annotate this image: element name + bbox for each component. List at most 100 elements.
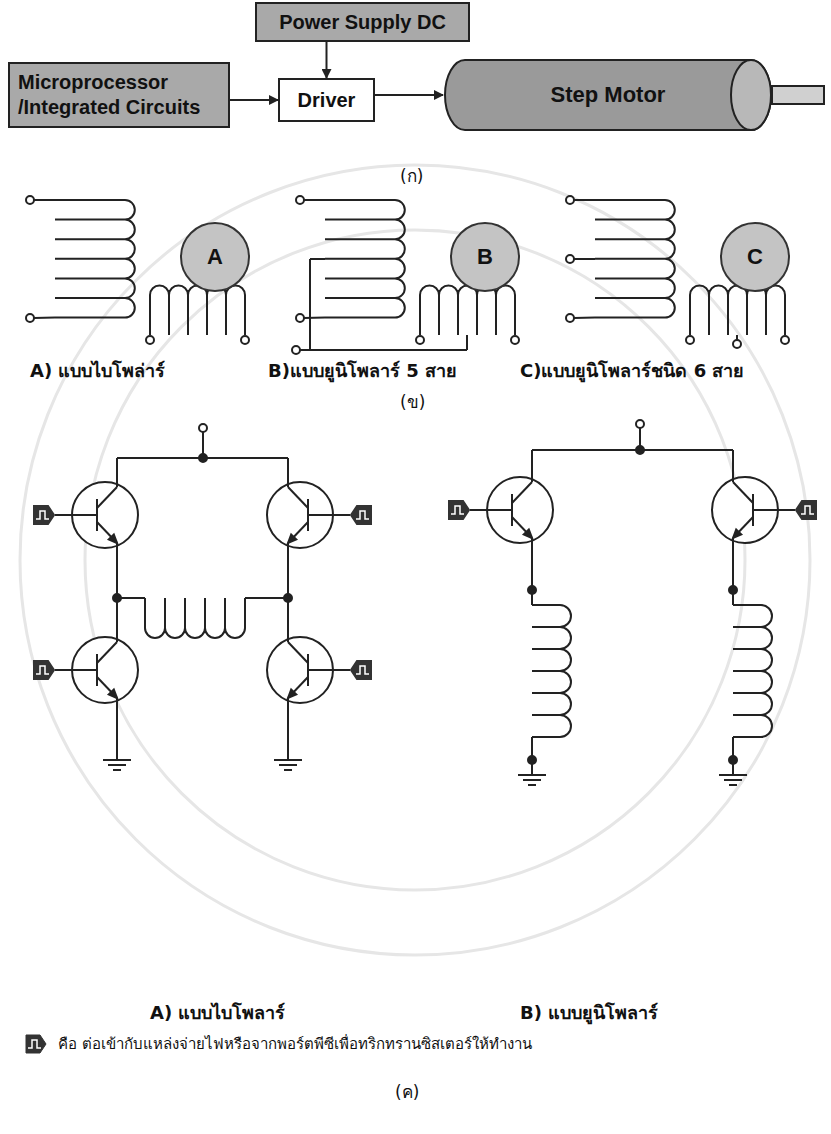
terminal — [292, 346, 300, 354]
arrow-connector — [230, 99, 278, 101]
legend-sample — [24, 1033, 48, 1055]
arrow-connector — [375, 94, 443, 96]
wire — [531, 590, 533, 605]
emitter-arrow — [524, 530, 532, 538]
pulse-icon-wave — [36, 511, 49, 519]
legend-text: คือ ต่อเข้ากับแหล่งจ่ายไฟหรือจากพอร์ตพีซ… — [58, 1032, 532, 1056]
wire — [287, 698, 289, 760]
caption-label: A) แบบไบโพล่าร์ — [30, 356, 165, 385]
wire — [116, 458, 118, 487]
base-lead — [753, 509, 795, 511]
coil-winding — [595, 200, 675, 318]
ground-symbol — [274, 759, 302, 761]
watermark-seal — [20, 165, 810, 955]
wire — [732, 590, 734, 605]
pulse-icon-body — [351, 661, 371, 679]
ground-symbol — [103, 759, 131, 761]
pulse-icon-wave — [801, 506, 814, 514]
terminal — [296, 196, 304, 204]
coil-winding — [532, 605, 571, 737]
transistor-emitter — [512, 517, 532, 538]
junction-dot — [636, 446, 644, 454]
motor-shaft — [772, 86, 824, 104]
transistor-collector — [512, 482, 532, 503]
wire — [34, 317, 55, 319]
emitter-arrow — [109, 690, 117, 698]
terminal — [733, 340, 741, 348]
cylinder-end — [731, 60, 771, 130]
transistor-collector — [733, 482, 753, 503]
base-lead — [470, 509, 512, 511]
pulse-icon-wave — [36, 666, 49, 674]
figure-index: (ค) — [395, 1078, 419, 1105]
wire — [287, 458, 289, 487]
ground-symbol — [284, 769, 292, 771]
emitter-arrow — [733, 530, 741, 538]
wire — [309, 259, 311, 350]
wire — [116, 543, 118, 642]
pulse-icon-body — [351, 506, 371, 524]
transistor-collector — [288, 642, 308, 663]
wire — [117, 597, 145, 599]
terminal — [296, 314, 304, 322]
wire — [732, 760, 734, 775]
transistor-emitter — [733, 517, 753, 538]
pulse-icon-wave — [28, 1040, 41, 1048]
wire — [116, 698, 118, 760]
transistor-collector — [97, 487, 117, 508]
terminal — [241, 336, 249, 344]
wire — [310, 258, 325, 260]
wire — [304, 199, 325, 201]
pulse-icon-wave — [356, 666, 369, 674]
emitter-arrow — [288, 690, 296, 698]
wire — [574, 199, 595, 201]
legend-row: คือ ต่อเข้ากับแหล่งจ่ายไฟหรือจากพอร์ตพีซ… — [24, 1032, 532, 1056]
wire — [310, 349, 467, 351]
caption-label: B)แบบยูนิโพลาร์ 5 สาย — [268, 356, 457, 385]
rotor-circle: B — [450, 222, 520, 292]
terminal — [511, 336, 519, 344]
motor-cylinder: Step Motor — [443, 58, 773, 132]
node-label: B — [477, 243, 493, 271]
coil-winding — [733, 605, 772, 737]
coil-winding — [325, 200, 405, 318]
pulse-input-icon — [34, 506, 54, 524]
pulse-input-icon — [449, 501, 469, 519]
pulse-icon-wave — [451, 506, 464, 514]
wire — [304, 317, 325, 319]
pulse-icon-body — [796, 501, 816, 519]
ground-symbol — [724, 779, 742, 781]
transistor-emitter — [288, 677, 308, 698]
wire — [531, 760, 533, 775]
coil-winding — [55, 200, 135, 318]
pulse-input-icon — [796, 501, 816, 519]
coil-winding — [145, 598, 245, 638]
terminal — [199, 424, 207, 432]
terminal — [146, 336, 154, 344]
node-label: Step Motor — [551, 81, 666, 109]
wire — [287, 543, 289, 642]
terminal — [566, 314, 574, 322]
caption-label: B) แบบยูนิโพลาร์ — [520, 998, 658, 1027]
ground-symbol — [518, 774, 546, 776]
caption-label: C)แบบยูนิโพลาร์ชนิด 6 สาย — [520, 356, 745, 385]
node-label: C — [747, 243, 763, 271]
wire — [574, 258, 595, 260]
base-lead — [308, 669, 350, 671]
transistor-collector — [288, 487, 308, 508]
terminal — [26, 314, 34, 322]
process-box: Microprocessor /Integrated Circuits — [8, 62, 230, 128]
emitter-arrow — [288, 535, 296, 543]
terminal — [636, 420, 644, 428]
figure-index: (ก) — [400, 162, 423, 189]
rotor-circle: C — [720, 222, 790, 292]
transistor-emitter — [97, 677, 117, 698]
wire — [732, 450, 734, 482]
pulse-input-icon — [34, 661, 54, 679]
node-label: Driver — [298, 88, 356, 113]
terminal — [566, 255, 574, 263]
figure-index: (ข) — [400, 388, 425, 415]
junction-dot — [199, 454, 207, 462]
terminal — [416, 336, 424, 344]
wire — [34, 199, 55, 201]
